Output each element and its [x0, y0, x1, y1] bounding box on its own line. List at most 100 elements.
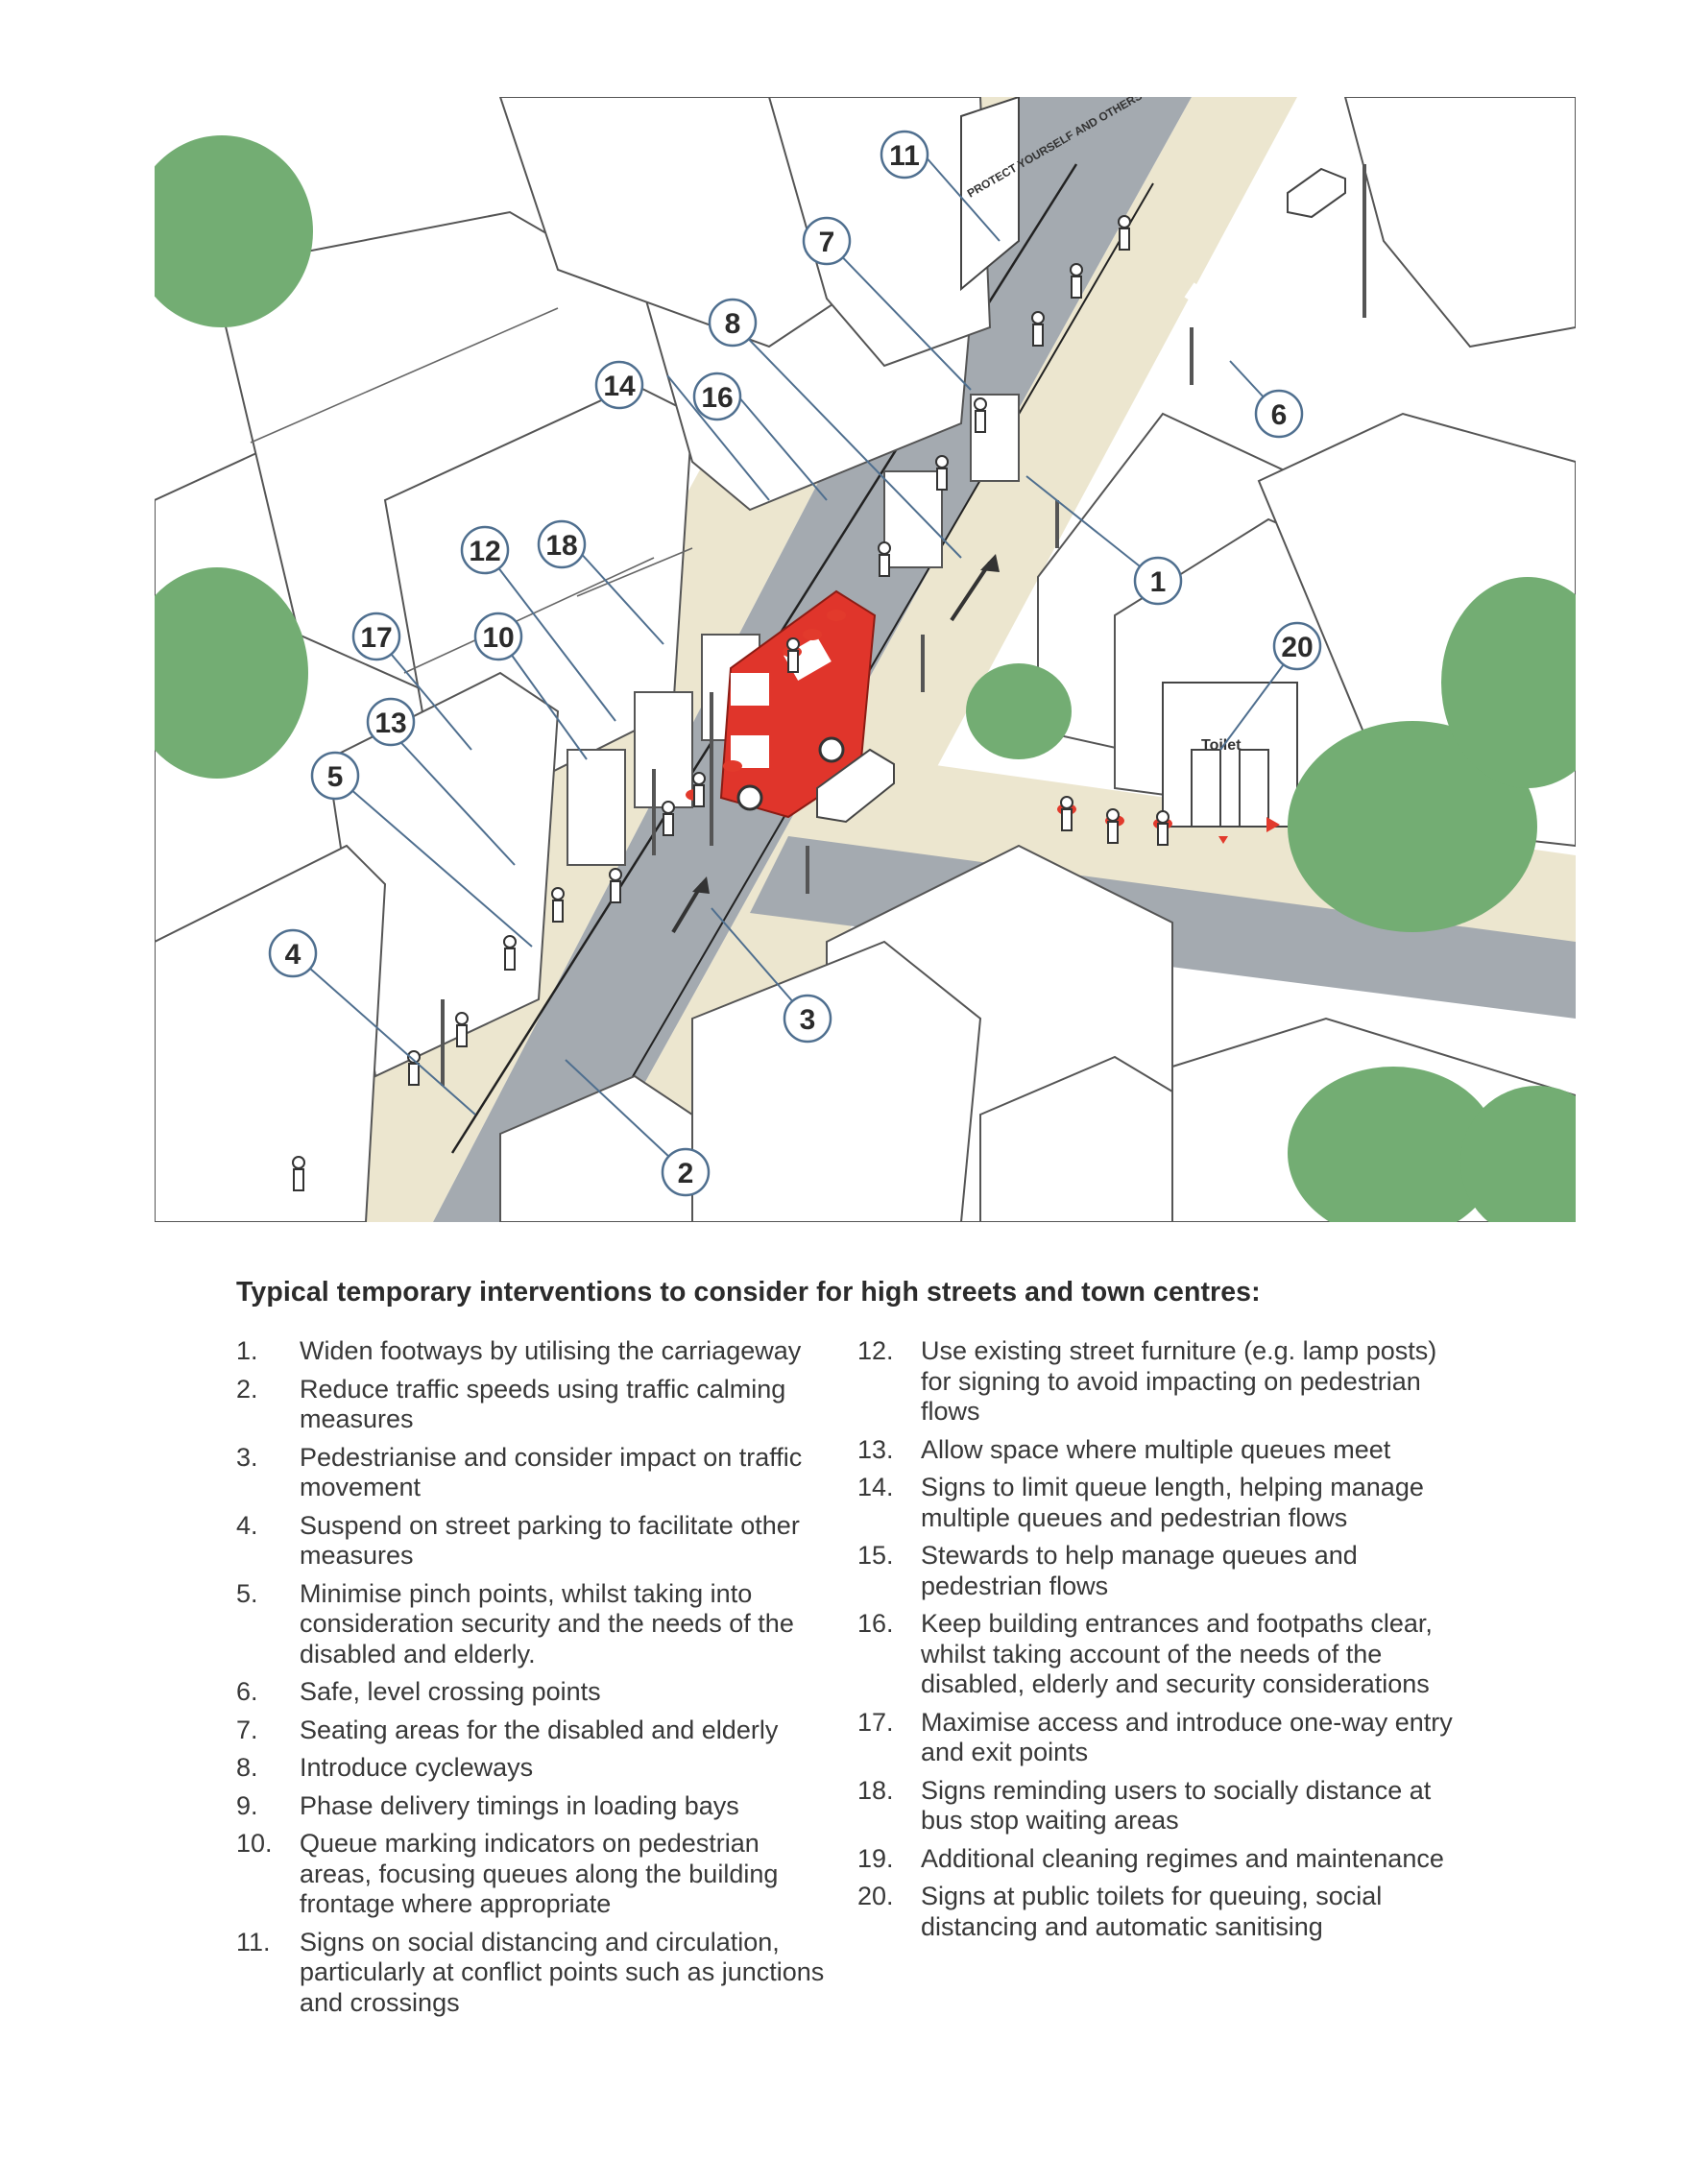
interventions-list-left: 1.Widen footways by utilising the carria… — [236, 1336, 832, 2026]
intervention-item: 3. Pedestrianise and consider impact on t… — [236, 1443, 832, 1503]
svg-text:16: 16 — [701, 382, 733, 414]
zebra-crossing — [1184, 282, 1238, 310]
intervention-number: 13. — [857, 1434, 894, 1464]
svg-text:8: 8 — [725, 308, 741, 340]
toilet-queue-arrow-icon — [1266, 817, 1280, 832]
intervention-item: 13. Allow space where multiple queues mee… — [857, 1435, 1472, 1466]
callout-17: 17 — [351, 612, 401, 661]
intervention-text: Queue marking indicators on pedestrian a… — [300, 1829, 779, 1918]
svg-text:10: 10 — [482, 622, 514, 654]
intervention-text: Maximise access and introduce one-way en… — [921, 1707, 1453, 1767]
callout-3: 3 — [783, 994, 832, 1044]
callout-1: 1 — [1133, 556, 1183, 606]
red-double-decker-bus — [719, 589, 877, 819]
intervention-number: 12. — [857, 1336, 894, 1365]
interventions-list-right: 12. Use existing street furniture (e.g. l… — [857, 1336, 1472, 1950]
callout-7: 7 — [802, 216, 852, 266]
svg-text:2: 2 — [678, 1158, 694, 1189]
intervention-number: 3. — [236, 1442, 258, 1472]
intervention-text: Introduce cycleways — [300, 1753, 534, 1782]
intervention-text: Allow space where multiple queues meet — [921, 1434, 1391, 1464]
intervention-number: 2. — [236, 1374, 258, 1404]
svg-text:17: 17 — [360, 622, 392, 654]
shop-fronts — [567, 394, 1020, 866]
callout-5: 5 — [310, 751, 360, 801]
callout-20: 20 — [1272, 621, 1322, 671]
arrow-upper-shaft — [950, 561, 992, 622]
right-footway — [567, 97, 1297, 1222]
svg-text:14: 14 — [603, 371, 636, 402]
intervention-text: Safe, level crossing points — [300, 1677, 601, 1706]
intervention-item: 6. Safe, level crossing points — [236, 1677, 832, 1708]
street-scene-svg: PROTECT YOURSELF AND OTHERS Toilet — [155, 97, 1576, 1222]
intervention-number: 1. — [236, 1336, 258, 1365]
intervention-text: Seating areas for the disabled and elder… — [300, 1715, 779, 1744]
svg-text:11: 11 — [889, 140, 920, 172]
intervention-item: 11. Signs on social distancing and circul… — [236, 1928, 832, 2019]
intervention-number: 19. — [857, 1843, 894, 1873]
callout-2: 2 — [661, 1147, 711, 1197]
intervention-item: 4.Suspend on street parking to facilitat… — [236, 1511, 832, 1572]
callout-12: 12 — [460, 525, 510, 575]
callout-14: 14 — [594, 360, 644, 410]
callout-6: 6 — [1254, 389, 1304, 439]
intervention-number: 9. — [236, 1790, 258, 1820]
pedestrians — [292, 215, 1170, 1191]
intervention-text: Signs reminding users to socially distan… — [921, 1775, 1432, 1836]
intervention-item: 20. Signs at public toilets for queuing, … — [857, 1882, 1472, 1942]
intervention-text: Signs on social distancing and circulati… — [300, 1927, 825, 2017]
intervention-text: Reduce traffic speeds using traffic calm… — [300, 1374, 786, 1434]
intervention-number: 14. — [857, 1473, 894, 1501]
svg-text:6: 6 — [1271, 399, 1288, 431]
lamp-posts — [441, 164, 1366, 1086]
intervention-number: 8. — [236, 1753, 258, 1782]
intervention-item: 10. Queue marking indicators on pedestria… — [236, 1829, 832, 1920]
svg-text:7: 7 — [819, 227, 835, 258]
callout-11: 11 — [880, 130, 929, 180]
intervention-number: 18. — [857, 1775, 894, 1805]
intervention-text: Stewards to help manage queues and pedes… — [921, 1541, 1358, 1600]
intervention-item: 15. Stewards to help manage queues and pe… — [857, 1541, 1472, 1601]
intervention-number: 17. — [857, 1707, 894, 1737]
trees — [155, 135, 1576, 1222]
intervention-number: 6. — [236, 1677, 258, 1706]
interventions-section: Typical temporary interventions to consi… — [236, 1277, 1484, 2017]
intervention-number: 20. — [857, 1882, 894, 1910]
street-illustration: PROTECT YOURSELF AND OTHERS Toilet — [155, 97, 1576, 1222]
intervention-item: 18. Signs reminding users to socially dis… — [857, 1776, 1472, 1836]
callout-8: 8 — [708, 298, 758, 348]
arrow-lower-head-icon — [692, 876, 710, 894]
intervention-item: 2. Reduce traffic speeds using traffic ca… — [236, 1375, 832, 1435]
svg-text:4: 4 — [285, 939, 301, 971]
public-toilet: Toilet — [1162, 682, 1298, 844]
intervention-number: 16. — [857, 1609, 894, 1638]
callout-16: 16 — [692, 372, 742, 421]
intervention-number: 10. — [236, 1829, 273, 1858]
intervention-text: Minimise pinch points, whilst taking int… — [300, 1578, 794, 1668]
intervention-text: Use existing street furniture (e.g. lamp… — [921, 1336, 1437, 1426]
arrow-upper-head-icon — [980, 554, 1000, 572]
intervention-number: 15. — [857, 1541, 894, 1570]
vehicles — [816, 167, 1346, 824]
svg-text:1: 1 — [1150, 566, 1167, 598]
svg-text:20: 20 — [1281, 632, 1313, 663]
intervention-item: 14.Signs to limit queue length, helping … — [857, 1473, 1472, 1533]
callout-4: 4 — [268, 928, 318, 978]
intervention-number: 11. — [236, 1927, 271, 1956]
intervention-text: Additional cleaning regimes and maintena… — [921, 1843, 1444, 1873]
toilet-sign: Toilet — [1201, 737, 1242, 754]
svg-text:13: 13 — [374, 708, 406, 739]
intervention-item: 8. Introduce cycleways — [236, 1753, 832, 1784]
callout-10: 10 — [473, 612, 523, 661]
intervention-number: 7. — [236, 1715, 258, 1744]
intervention-text: Phase delivery timings in loading bays — [300, 1790, 739, 1820]
left-buildings — [155, 97, 992, 1222]
intervention-number: 4. — [236, 1510, 258, 1540]
svg-text:5: 5 — [327, 761, 344, 793]
intervention-item: 17. Maximise access and introduce one-way… — [857, 1708, 1472, 1768]
intervention-text: Signs at public toilets for queuing, soc… — [921, 1882, 1383, 1941]
intervention-item: 19. Additional cleaning regimes and maint… — [857, 1844, 1472, 1875]
intervention-text: Keep building entrances and footpaths cl… — [921, 1609, 1433, 1698]
intervention-text: Pedestrianise and consider impact on tra… — [300, 1442, 803, 1502]
callout-18: 18 — [537, 519, 587, 569]
